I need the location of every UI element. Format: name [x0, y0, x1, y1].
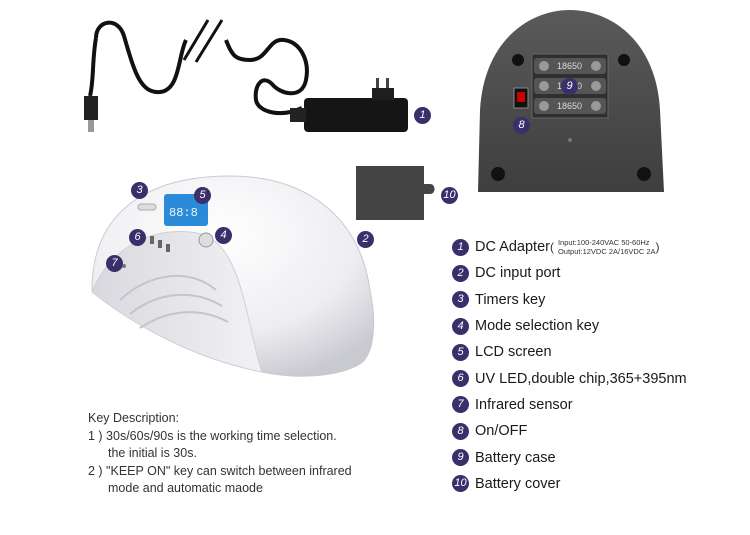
- legend-badge: 10: [452, 475, 469, 493]
- key-description-line1-cont: the initial is 30s.: [108, 446, 197, 460]
- callout-6: 6: [129, 229, 146, 246]
- uv-lamp: 88:8: [91, 175, 375, 377]
- legend-label: DC input port: [475, 265, 561, 282]
- spec-open-paren: (: [549, 240, 554, 255]
- legend-label: UV LED,double chip,365+395nm: [475, 370, 687, 387]
- legend-item: 10 Battery cover: [452, 471, 750, 497]
- legend-badge: 8: [452, 422, 469, 440]
- legend-item: 6 UV LED,double chip,365+395nm: [452, 365, 750, 391]
- adapter-input-spec: Input:100-240VAC 50-60Hz: [557, 238, 650, 248]
- legend-label: On/OFF: [475, 423, 528, 440]
- legend-label: Battery case: [475, 449, 556, 466]
- legend-label: Battery cover: [475, 475, 561, 492]
- legend-item: 9 Battery case: [452, 444, 750, 470]
- legend-item: 8 On/OFF: [452, 418, 750, 444]
- legend-badge: 2: [452, 264, 469, 282]
- legend-label: Timers key: [475, 291, 546, 308]
- callout-4: 4: [215, 227, 232, 244]
- key-description-line2: 2 ) "KEEP ON" key can switch between inf…: [88, 463, 352, 478]
- callout-1: 1: [414, 107, 431, 124]
- legend-item: 3 Timers key: [452, 287, 750, 313]
- legend-badge: 3: [452, 291, 469, 309]
- legend-badge: 7: [452, 396, 469, 414]
- callout-5: 5: [194, 187, 211, 204]
- battery-label-1: 18650: [557, 61, 583, 71]
- callout-7: 7: [106, 255, 123, 272]
- legend-label: Mode selection key: [475, 318, 600, 335]
- legend-item: 7 Infrared sensor: [452, 392, 750, 418]
- battery-label-3: 18650: [557, 101, 583, 111]
- legend-badge: 5: [452, 343, 469, 361]
- legend-label: LCD screen: [475, 344, 552, 361]
- key-description-line1: 1 ) 30s/60s/90s is the working time sele…: [88, 428, 337, 443]
- legend-badge: 1: [452, 238, 469, 256]
- adapter-spec: Input:100-240VAC 50-60Hz Output:12VDC 2A…: [558, 238, 656, 256]
- callout-9: 9: [561, 78, 578, 95]
- callout-10: 10: [441, 187, 458, 204]
- adapter-output-spec: Output:12VDC 2A/16VDC 2A: [557, 247, 656, 257]
- battery-cover: [356, 166, 435, 220]
- dc-adapter: [84, 19, 408, 132]
- callout-2: 2: [357, 231, 374, 248]
- key-description: Key Description: 1 ) 30s/60s/90s is the …: [88, 410, 352, 498]
- legend-badge: 6: [452, 370, 469, 388]
- callout-3: 3: [131, 182, 148, 199]
- callout-8: 8: [513, 117, 530, 134]
- legend-item: 1 DC Adapter ( Input:100-240VAC 50-60Hz …: [452, 234, 750, 260]
- legend-item: 4 Mode selection key: [452, 313, 750, 339]
- legend-item: 2 DC input port: [452, 260, 750, 286]
- legend: 1 DC Adapter ( Input:100-240VAC 50-60Hz …: [452, 234, 750, 497]
- legend-label: Infrared sensor: [475, 396, 573, 413]
- legend-item: 5 LCD screen: [452, 339, 750, 365]
- device-bottom-view: [478, 10, 664, 192]
- svg-text:88:8: 88:8: [169, 206, 198, 220]
- spec-close-paren: ): [655, 240, 660, 255]
- legend-badge: 9: [452, 449, 469, 467]
- key-description-line2-cont: mode and automatic maode: [108, 481, 263, 495]
- legend-label: DC Adapter: [475, 239, 550, 256]
- legend-badge: 4: [452, 317, 469, 335]
- key-description-title: Key Description:: [88, 411, 180, 425]
